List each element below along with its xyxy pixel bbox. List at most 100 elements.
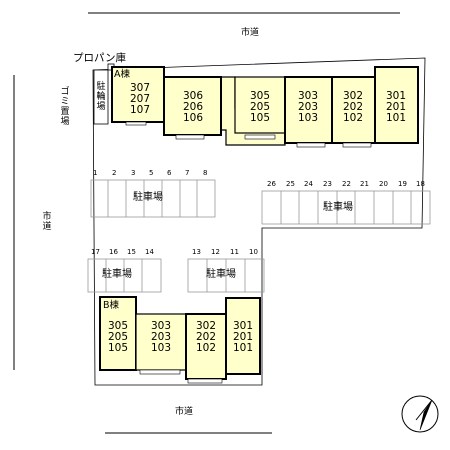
garbage-char: ゴ [60, 87, 70, 97]
unit-number: 105 [249, 112, 271, 124]
unit-block-b301 [225, 297, 261, 375]
step [139, 369, 181, 375]
parking-lot-1-8 [90, 179, 216, 218]
parking-space-number: 6 [167, 169, 172, 177]
unit-stack-a-301: 301 201 101 [378, 91, 414, 124]
unit-stack-a-305: 305 205 105 [242, 91, 278, 124]
unit-number: 103 [297, 112, 319, 124]
unit-number: 303 [297, 90, 319, 102]
bicycle-char: 駐 [96, 82, 106, 92]
unit-number: 201 [385, 101, 407, 113]
parking-space-number: 21 [360, 180, 369, 188]
parking-label-18-26: 駐車場 [323, 202, 353, 213]
unit-stack-a-302: 302 202 102 [335, 91, 371, 124]
unit-number: 105 [107, 342, 129, 354]
unit-number: 306 [182, 90, 204, 102]
parking-lot-18-26 [261, 190, 431, 225]
propane-storage-label: プロパン庫 [73, 52, 127, 64]
building-a-label: A棟 [114, 69, 130, 80]
site-boundary [92, 57, 426, 386]
bicycle-shed [93, 69, 109, 125]
parking-space-number: 15 [127, 248, 136, 256]
west-road-char: 市 [42, 212, 52, 222]
garbage-char: 置 [60, 107, 70, 117]
unit-stack-b-303: 303 203 103 [143, 321, 179, 354]
unit-stack-a-307: 307 207 107 [122, 83, 158, 116]
unit-number: 101 [385, 112, 407, 124]
unit-number: 107 [129, 104, 151, 116]
step [125, 121, 147, 126]
building-a [111, 66, 419, 148]
parking-space-number: 23 [323, 180, 332, 188]
bicycle-char: 場 [96, 102, 106, 112]
garbage-char: 場 [60, 117, 70, 127]
unit-block-301 [374, 66, 419, 144]
unit-number: 106 [182, 112, 204, 124]
parking-label-14-17: 駐車場 [102, 269, 132, 280]
step [342, 142, 372, 148]
unit-stack-b-302: 302 202 102 [188, 321, 224, 354]
unit-number: 203 [297, 101, 319, 113]
building-b-label: B棟 [103, 300, 120, 311]
parking-lot-10-13 [187, 258, 265, 293]
parking-space-number: 17 [91, 248, 100, 256]
parking-space-number: 19 [398, 180, 407, 188]
parking-label-1-8: 駐車場 [133, 192, 163, 203]
unit-block-302 [331, 76, 376, 144]
parking-space-number: 25 [286, 180, 295, 188]
bicycle-char: 輪 [96, 92, 106, 102]
step [187, 378, 223, 384]
parking-space-number: 5 [149, 169, 154, 177]
parking-space-number: 2 [112, 169, 117, 177]
step [296, 142, 326, 148]
unit-number: 102 [342, 112, 364, 124]
unit-block-b303 [135, 313, 187, 371]
unit-number: 101 [232, 342, 254, 354]
unit-block-b305 [99, 296, 137, 371]
unit-number: 202 [342, 101, 364, 113]
unit-number: 102 [195, 342, 217, 354]
unit-number: 205 [107, 331, 129, 343]
parking-space-number: 24 [304, 180, 313, 188]
unit-number: 302 [342, 90, 364, 102]
unit-block-b302 [185, 313, 227, 380]
garbage-area-label: ゴ ミ 置 場 [60, 87, 70, 127]
parking-space-number: 11 [230, 248, 239, 256]
parking-space-number: 20 [379, 180, 388, 188]
unit-number: 303 [150, 320, 172, 332]
unit-block-306 [163, 76, 222, 136]
unit-number: 307 [129, 82, 151, 94]
parking-lot-14-17 [87, 258, 162, 293]
unit-number: 305 [249, 90, 271, 102]
unit-number: 301 [232, 320, 254, 332]
unit-number: 301 [385, 90, 407, 102]
unit-number: 302 [195, 320, 217, 332]
step [175, 134, 205, 140]
west-road-label: 市 道 [42, 212, 52, 232]
garbage-char: ミ [60, 97, 70, 107]
unit-stack-b-305: 305 205 105 [100, 321, 136, 354]
north-road-label: 市道 [241, 28, 260, 38]
unit-stack-b-301: 301 201 101 [225, 321, 261, 354]
unit-block-303 [284, 76, 333, 144]
parking-space-number: 3 [131, 169, 136, 177]
north-arrow-icon [401, 395, 439, 433]
parking-space-number: 12 [211, 248, 220, 256]
parking-space-number: 14 [145, 248, 154, 256]
parking-space-number: 10 [249, 248, 258, 256]
parking-space-number: 7 [185, 169, 190, 177]
parking-space-number: 16 [109, 248, 118, 256]
parking-space-number: 8 [203, 169, 208, 177]
unit-number: 201 [232, 331, 254, 343]
building-b [99, 296, 261, 384]
parking-space-number: 22 [342, 180, 351, 188]
unit-stack-a-306: 306 206 106 [175, 91, 211, 124]
parking-space-number: 26 [267, 180, 276, 188]
unit-stack-a-303: 303 203 103 [290, 91, 326, 124]
unit-number: 207 [129, 93, 151, 105]
parking-label-10-13: 駐車場 [206, 269, 236, 280]
bicycle-parking-label: 駐 輪 場 [96, 82, 106, 112]
unit-number: 305 [107, 320, 129, 332]
unit-number: 203 [150, 331, 172, 343]
